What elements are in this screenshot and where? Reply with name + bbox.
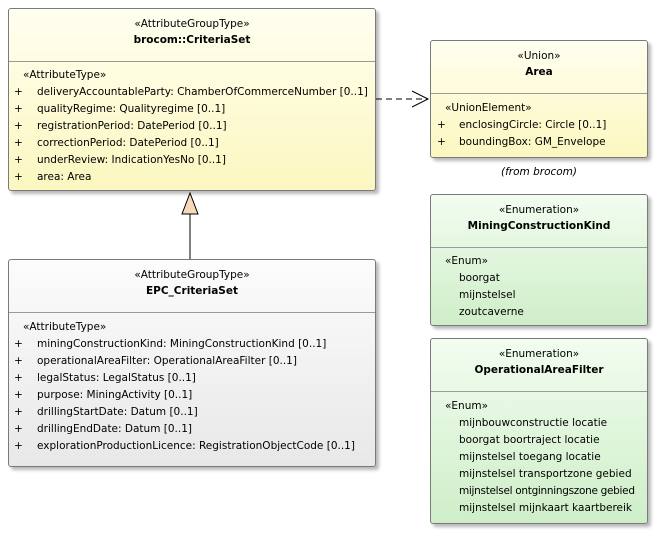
enum-literal[interactable]: boorgat boortraject locatie	[459, 434, 600, 446]
union-element-compartment: «UnionElement» + enclosingCircle: Circle …	[431, 100, 647, 151]
enum-literal[interactable]: mijnstelsel	[459, 289, 516, 301]
attribute-text: explorationProductionLicence: Registrati…	[37, 440, 355, 452]
section-title: «UnionElement»	[445, 102, 532, 114]
attribute-text: underReview: IndicationYesNo [0..1]	[37, 154, 226, 166]
attribute-text: drillingStartDate: Datum [0..1]	[37, 406, 198, 418]
visibility-marker: +	[14, 423, 23, 435]
attribute-row[interactable]: + boundingBox: GM_Envelope	[431, 134, 647, 151]
visibility-marker: +	[437, 119, 446, 131]
stereotype-label: «AttributeGroupType»	[134, 18, 250, 30]
attribute-row[interactable]: + miningConstructionKind: MiningConstruct…	[9, 336, 375, 353]
attribute-text: registrationPeriod: DatePeriod [0..1]	[37, 120, 227, 132]
attribute-text: purpose: MiningActivity [0..1]	[37, 389, 193, 401]
compartment-divider	[431, 391, 647, 392]
class-name: OperationalAreaFilter	[474, 364, 604, 376]
compartment-divider	[431, 247, 647, 248]
class-header: «AttributeGroupType» brocom::CriteriaSet	[9, 9, 375, 47]
compartment-divider	[431, 93, 647, 94]
class-header: «Union» Area	[431, 41, 647, 79]
visibility-marker: +	[14, 372, 23, 384]
attribute-text: qualityRegime: Qualityregime [0..1]	[37, 103, 226, 115]
visibility-marker: +	[14, 154, 23, 166]
attribute-row[interactable]: + explorationProductionLicence: Registrat…	[9, 438, 375, 455]
section-title: «Enum»	[445, 255, 489, 267]
attribute-text: enclosingCircle: Circle [0..1]	[459, 119, 607, 131]
class-header: «AttributeGroupType» EPC_CriteriaSet	[9, 260, 375, 298]
compartment-divider	[9, 312, 375, 313]
visibility-marker: +	[14, 440, 23, 452]
attribute-text: area: Area	[37, 171, 92, 183]
enum-literal[interactable]: mijnstelsel toegang locatie	[459, 451, 601, 463]
visibility-marker: +	[14, 120, 23, 132]
enum-literal[interactable]: mijnbouwconstructie locatie	[459, 417, 608, 429]
class-name: Area	[525, 66, 553, 78]
attribute-row[interactable]: + drillingEndDate: Datum [0..1]	[9, 421, 375, 438]
attribute-row[interactable]: + registrationPeriod: DatePeriod [0..1]	[9, 118, 375, 135]
attribute-compartment: «AttributeType» + miningConstructionKind:…	[9, 319, 375, 455]
visibility-marker: +	[437, 136, 446, 148]
stereotype-label: «AttributeGroupType»	[134, 269, 250, 281]
attribute-row[interactable]: + correctionPeriod: DatePeriod [0..1]	[9, 135, 375, 152]
area-union-class[interactable]: «Union» Area «UnionElement» + enclosingCi…	[430, 40, 648, 158]
visibility-marker: +	[14, 103, 23, 115]
attribute-row[interactable]: + legalStatus: LegalStatus [0..1]	[9, 370, 375, 387]
visibility-marker: +	[14, 171, 23, 183]
attribute-text: correctionPeriod: DatePeriod [0..1]	[37, 137, 219, 149]
package-origin-note: (from brocom)	[500, 166, 578, 178]
attribute-row[interactable]: + drillingStartDate: Datum [0..1]	[9, 404, 375, 421]
visibility-marker: +	[14, 86, 23, 98]
attribute-row[interactable]: + qualityRegime: Qualityregime [0..1]	[9, 101, 375, 118]
section-title: «AttributeType»	[23, 69, 107, 81]
enum-literal[interactable]: boorgat	[459, 272, 500, 284]
criteria-set-class[interactable]: «AttributeGroupType» brocom::CriteriaSet…	[8, 8, 376, 191]
enum-literal[interactable]: mijnstelsel ontginningszone gebied	[459, 485, 635, 497]
mining-construction-kind-enum[interactable]: «Enumeration» MiningConstructionKind «En…	[430, 194, 648, 326]
attribute-compartment: «AttributeType» + deliveryAccountablePart…	[9, 67, 375, 186]
enum-literal[interactable]: mijnstelsel mijnkaart kaartbereik	[459, 502, 632, 514]
enum-literal[interactable]: zoutcaverne	[459, 306, 524, 318]
class-header: «Enumeration» MiningConstructionKind	[431, 195, 647, 233]
dependency-arrowhead	[411, 90, 430, 108]
epc-criteria-set-class[interactable]: «AttributeGroupType» EPC_CriteriaSet «At…	[8, 259, 376, 467]
stereotype-label: «Enumeration»	[498, 204, 580, 216]
stereotype-label: «Enumeration»	[498, 348, 580, 360]
attribute-row[interactable]: + enclosingCircle: Circle [0..1]	[431, 117, 647, 134]
class-name: EPC_CriteriaSet	[145, 285, 238, 297]
visibility-marker: +	[14, 389, 23, 401]
attribute-row[interactable]: + underReview: IndicationYesNo [0..1]	[9, 152, 375, 169]
attribute-text: legalStatus: LegalStatus [0..1]	[37, 372, 196, 384]
visibility-marker: +	[14, 137, 23, 149]
stereotype-label: «Union»	[517, 50, 561, 62]
attribute-text: miningConstructionKind: MiningConstructi…	[37, 338, 327, 350]
compartment-divider	[9, 61, 375, 62]
class-header: «Enumeration» OperationalAreaFilter	[431, 339, 647, 377]
visibility-marker: +	[14, 338, 23, 350]
attribute-row[interactable]: + operationalAreaFilter: OperationalAreaF…	[9, 353, 375, 370]
attribute-row[interactable]: + deliveryAccountableParty: ChamberOfComm…	[9, 84, 375, 101]
attribute-text: drillingEndDate: Datum [0..1]	[37, 423, 192, 435]
attribute-row[interactable]: + area: Area	[9, 169, 375, 186]
visibility-marker: +	[14, 355, 23, 367]
attribute-row[interactable]: + purpose: MiningActivity [0..1]	[9, 387, 375, 404]
section-title: «Enum»	[445, 400, 489, 412]
operational-area-filter-enum[interactable]: «Enumeration» OperationalAreaFilter «Enu…	[430, 338, 648, 524]
enum-literal[interactable]: mijnstelsel transportzone gebied	[459, 468, 632, 480]
class-name: brocom::CriteriaSet	[133, 34, 251, 46]
enum-literal-compartment: «Enum» mijnbouwconstructie locatie boorg…	[431, 398, 647, 517]
class-name: MiningConstructionKind	[467, 220, 611, 232]
section-title: «AttributeType»	[23, 321, 107, 333]
attribute-text: boundingBox: GM_Envelope	[459, 136, 606, 148]
generalization-arrowhead	[181, 191, 199, 215]
visibility-marker: +	[14, 406, 23, 418]
attribute-text: operationalAreaFilter: OperationalAreaFi…	[37, 355, 297, 367]
attribute-text: deliveryAccountableParty: ChamberOfComme…	[37, 86, 368, 98]
enum-literal-compartment: «Enum» boorgat mijnstelsel zoutcaverne	[431, 253, 647, 321]
